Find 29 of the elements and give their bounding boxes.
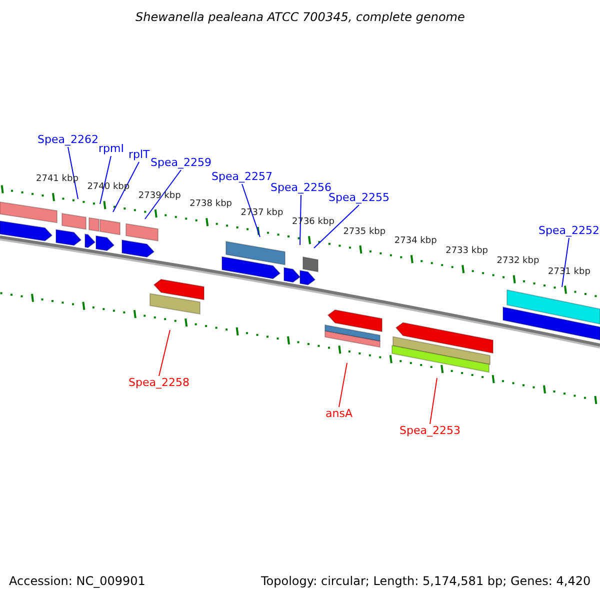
tick-label: 2732 kbp <box>496 255 540 268</box>
gene-label: ansA <box>326 408 352 420</box>
tick-label: 2738 kbp <box>190 198 232 210</box>
leader-line <box>562 238 570 288</box>
gene-label: Spea_2256 <box>270 182 332 194</box>
tick-label: 2734 kbp <box>394 235 437 248</box>
tick-label: 2739 kbp <box>138 190 181 202</box>
gene-label: Spea_2259 <box>150 157 212 169</box>
leader-line <box>100 156 112 204</box>
gene-label: Spea_2255 <box>328 192 390 204</box>
leader-line <box>112 162 140 212</box>
title: Shewanella pealeana ATCC 700345, complete genome <box>136 11 465 23</box>
genome-stats-text: Topology: circular; Length: 5,174,581 bp; Genes: 4,420 <box>261 575 591 587</box>
tick-label: 2735 kbp <box>343 226 386 238</box>
leader-line <box>300 194 302 246</box>
gene-label: Spea_2253 <box>400 425 460 437</box>
gene-label: rpmI <box>98 143 124 155</box>
accession-text: Accession: NC_009901 <box>9 575 146 587</box>
leader-line <box>144 170 182 220</box>
tick-label: 2733 kbp <box>446 245 488 258</box>
leader-line <box>338 362 348 408</box>
gene-label: Spea_2262 <box>38 134 98 146</box>
gene-label: Spea_2258 <box>128 377 190 389</box>
gene-label: Spea_2257 <box>212 171 272 183</box>
leader-line <box>314 204 360 248</box>
gene-label: rplT <box>128 149 150 161</box>
leader-line <box>158 330 170 376</box>
leader-line <box>430 378 438 424</box>
gene-label: Spea_2252 <box>538 225 600 237</box>
